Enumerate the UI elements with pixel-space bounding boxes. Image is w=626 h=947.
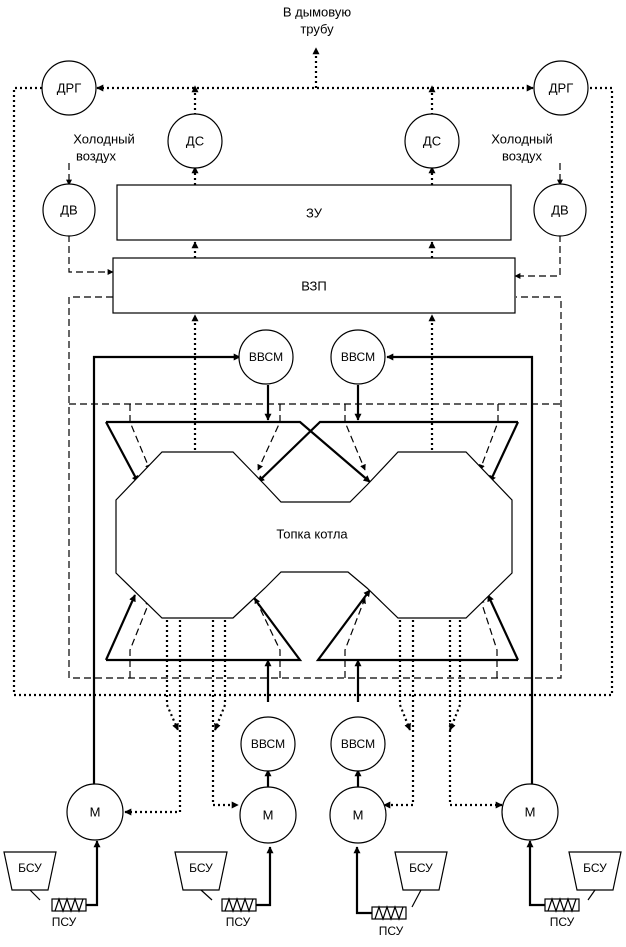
dv-right-label: ДВ	[551, 203, 568, 218]
bsu-2: БСУ	[174, 851, 228, 891]
drg-left-label: ДРГ	[57, 81, 82, 96]
furnace: Топка котла	[115, 451, 513, 619]
dv-left: ДВ	[42, 183, 96, 237]
cold-air-right-line1: Холодный	[491, 132, 553, 147]
bsu-3: БСУ	[394, 851, 448, 891]
bsu-4: БСУ	[568, 851, 622, 891]
psu-1: ПСУ	[51, 897, 87, 929]
psu-1-label: ПСУ	[52, 915, 77, 929]
fuel-lines	[85, 353, 545, 915]
vvsm-lower-right: ВВСМ	[330, 716, 386, 772]
vvsm-upper-right: ВВСМ	[330, 329, 386, 385]
bsu-2-label: БСУ	[189, 861, 213, 875]
bsu-1: БСУ	[3, 851, 57, 891]
zu-box: ЗУ	[116, 184, 512, 241]
ds-right: ДС	[404, 113, 460, 169]
vzp-label: ВЗП	[301, 279, 326, 294]
psu-3: ПСУ	[371, 905, 407, 938]
ds-left-label: ДС	[186, 134, 204, 149]
mill-3: М	[329, 786, 387, 844]
mill-2: М	[239, 786, 297, 844]
cold-air-left-line2: воздух	[76, 149, 117, 164]
mill-4-label: М	[525, 805, 536, 820]
mill-1: М	[66, 783, 124, 841]
ds-left: ДС	[167, 113, 223, 169]
mill-2-label: М	[263, 808, 274, 823]
flue-gas-lines	[12, 47, 614, 816]
drg-right: ДРГ	[533, 60, 589, 116]
psu-4: ПСУ	[544, 897, 580, 929]
psu-2: ПСУ	[221, 897, 257, 929]
cold-air-left-line1: Холодный	[73, 132, 135, 147]
cold-air-right-line2: воздух	[502, 149, 543, 164]
drg-left: ДРГ	[41, 60, 97, 116]
ds-right-label: ДС	[423, 134, 441, 149]
bsu-3-label: БСУ	[409, 861, 433, 875]
mill-4: М	[501, 783, 559, 841]
bsu-4-label: БСУ	[583, 861, 607, 875]
zu-label: ЗУ	[306, 206, 323, 221]
vvsm-lower-left-label: ВВСМ	[251, 737, 285, 751]
vvsm-upper-left: ВВСМ	[238, 329, 294, 385]
vvsm-lower-right-label: ВВСМ	[341, 737, 375, 751]
mill-1-label: М	[90, 805, 101, 820]
vvsm-upper-right-label: ВВСМ	[341, 350, 375, 364]
dv-right: ДВ	[533, 183, 587, 237]
chimney-label-line2: трубу	[300, 22, 334, 37]
psu-3-label: ПСУ	[379, 924, 404, 938]
bsu-1-label: БСУ	[18, 861, 42, 875]
psu-4-label: ПСУ	[550, 915, 575, 929]
chimney-label-line1: В дымовую	[283, 5, 352, 20]
furnace-label: Топка котла	[276, 527, 348, 542]
dv-left-label: ДВ	[60, 203, 77, 218]
vvsm-lower-left: ВВСМ	[240, 716, 296, 772]
mill-3-label: М	[353, 808, 364, 823]
vvsm-upper-left-label: ВВСМ	[249, 350, 283, 364]
bsu-psu-links	[29, 889, 596, 908]
vzp-box: ВЗП	[112, 257, 516, 314]
psu-2-label: ПСУ	[226, 915, 251, 929]
drg-right-label: ДРГ	[549, 81, 574, 96]
